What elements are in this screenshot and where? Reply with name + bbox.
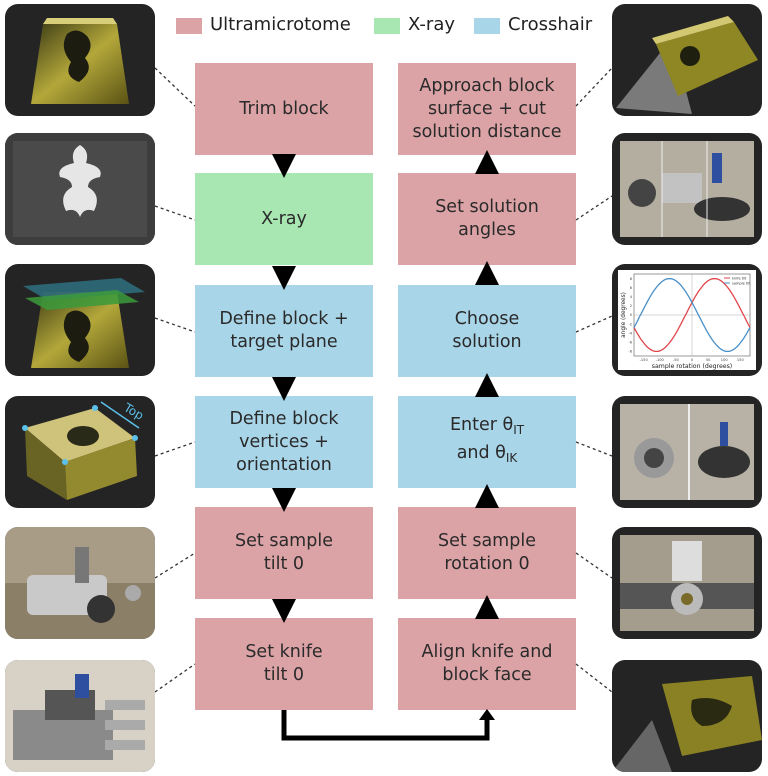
plot-ytick-label: -6 — [628, 341, 632, 345]
legend-label-crosshair: Crosshair — [508, 14, 593, 35]
step-label-line: vertices + — [239, 431, 329, 452]
step-label-line: Choose — [454, 309, 520, 329]
step-set-sample-rotation: Set sample rotation 0 — [398, 507, 576, 599]
bottom-connector — [281, 710, 490, 741]
step-label: Trim block — [239, 98, 329, 119]
step-label-line: block face — [442, 665, 532, 685]
step-label-line: rotation 0 — [444, 554, 530, 574]
step-set-sample-tilt: Set sample tilt 0 — [195, 507, 373, 599]
image-approach-block — [612, 4, 762, 116]
step-enter-angles: Enter θIT and θIK — [398, 396, 576, 488]
plot-legend-sample: sample tilt — [732, 282, 751, 286]
series-sample-tilt — [633, 277, 751, 353]
step-label-line: orientation — [236, 454, 332, 475]
plot-ytick-label: 6 — [630, 286, 633, 290]
step-label-line: Define block + — [219, 309, 349, 329]
step-label-line: angles — [458, 220, 516, 240]
leader-line — [575, 195, 613, 221]
legend-label-xray: X-ray — [408, 14, 456, 35]
step-set-solution-angles: Set solution angles — [398, 173, 576, 265]
step-align-knife: Align knife and block face — [398, 618, 576, 710]
image-xray-scan — [5, 133, 155, 245]
leader-line — [575, 552, 613, 579]
plot-ytick-label: -2 — [628, 322, 632, 326]
step-xray: X-ray — [195, 173, 373, 265]
image-sample-tilt — [5, 527, 155, 639]
step-label-line: tilt 0 — [263, 665, 305, 685]
image-enter-angles — [612, 396, 762, 508]
plot-xtick-label: 0 — [691, 358, 694, 362]
plot-xlabel: sample rotation (degrees) — [652, 363, 732, 370]
plot-ytick-label: -4 — [628, 331, 632, 335]
image-trimmed-block — [5, 4, 155, 116]
image-align-knife — [612, 660, 762, 772]
step-label-line: Set solution — [435, 197, 539, 217]
image-solution-angles — [612, 133, 762, 245]
plot-ytick-label: 8 — [630, 277, 633, 281]
step-label-line: Set sample — [235, 531, 333, 551]
leader-line — [154, 663, 196, 693]
step-label-line: Set sample — [438, 531, 536, 551]
step-label-line: target plane — [230, 332, 338, 352]
step-label-part: and θ — [456, 443, 506, 463]
legend-label-ultramicrotome: Ultramicrotome — [210, 14, 351, 35]
leader-line — [575, 315, 613, 333]
step-choose-solution: Choose solution — [398, 285, 576, 377]
leader-line — [575, 67, 613, 107]
plot-xtick-label: -150 — [640, 358, 649, 362]
plot-legend-knife: knife tilt — [732, 277, 747, 281]
step-label-line: solution distance — [412, 121, 562, 142]
plot-xtick-label: -50 — [673, 358, 680, 362]
image-sample-rotation — [612, 527, 762, 639]
plot-xtick-label: 50 — [706, 358, 711, 362]
step-define-target-plane: Define block + target plane — [195, 285, 373, 377]
plot-ytick-label: 2 — [630, 304, 632, 308]
image-block-vertices: Top — [5, 396, 155, 508]
image-target-plane — [5, 264, 155, 376]
plot-xtick-label: 150 — [737, 358, 745, 362]
step-label-line: Define block — [229, 408, 339, 429]
step-label-line: surface + cut — [427, 98, 547, 119]
leader-line — [154, 205, 196, 221]
step-label-line: tilt 0 — [263, 554, 305, 574]
leader-line — [154, 317, 196, 333]
plot-ytick-label: -8 — [628, 350, 632, 354]
step-set-knife-tilt: Set knife tilt 0 — [195, 618, 373, 710]
legend-swatch-xray — [374, 18, 400, 34]
leader-line — [154, 441, 196, 457]
step-label-line: solution — [452, 332, 522, 352]
plot-ylabel: angle (degrees) — [621, 292, 627, 338]
plot-ytick-label: 4 — [630, 295, 633, 299]
step-label-sub: IT — [513, 423, 525, 437]
step-label: X-ray — [261, 208, 307, 229]
step-label-line: Align knife and — [421, 642, 553, 662]
step-label-line: Approach block — [419, 75, 555, 96]
leader-line — [154, 552, 196, 579]
step-label-line: Set knife — [245, 642, 323, 662]
plot-xtick-label: -100 — [656, 358, 665, 362]
step-trim-block: Trim block — [195, 63, 373, 155]
legend-swatch-crosshair — [474, 18, 500, 34]
legend-swatch-ultramicrotome — [176, 18, 202, 34]
leader-line — [575, 441, 613, 457]
step-label-sub: IK — [505, 451, 518, 465]
leader-line — [154, 67, 196, 107]
plot-xtick-label: 100 — [721, 358, 729, 362]
image-knife-tilt — [5, 660, 155, 772]
step-label-part: Enter θ — [449, 415, 514, 435]
plot-ytick-label: 0 — [630, 313, 633, 317]
leader-line — [575, 663, 613, 693]
image-solution-plot: knife tilt sample tilt sample rotation (… — [612, 264, 762, 376]
top-orientation-label: Top — [121, 400, 146, 423]
